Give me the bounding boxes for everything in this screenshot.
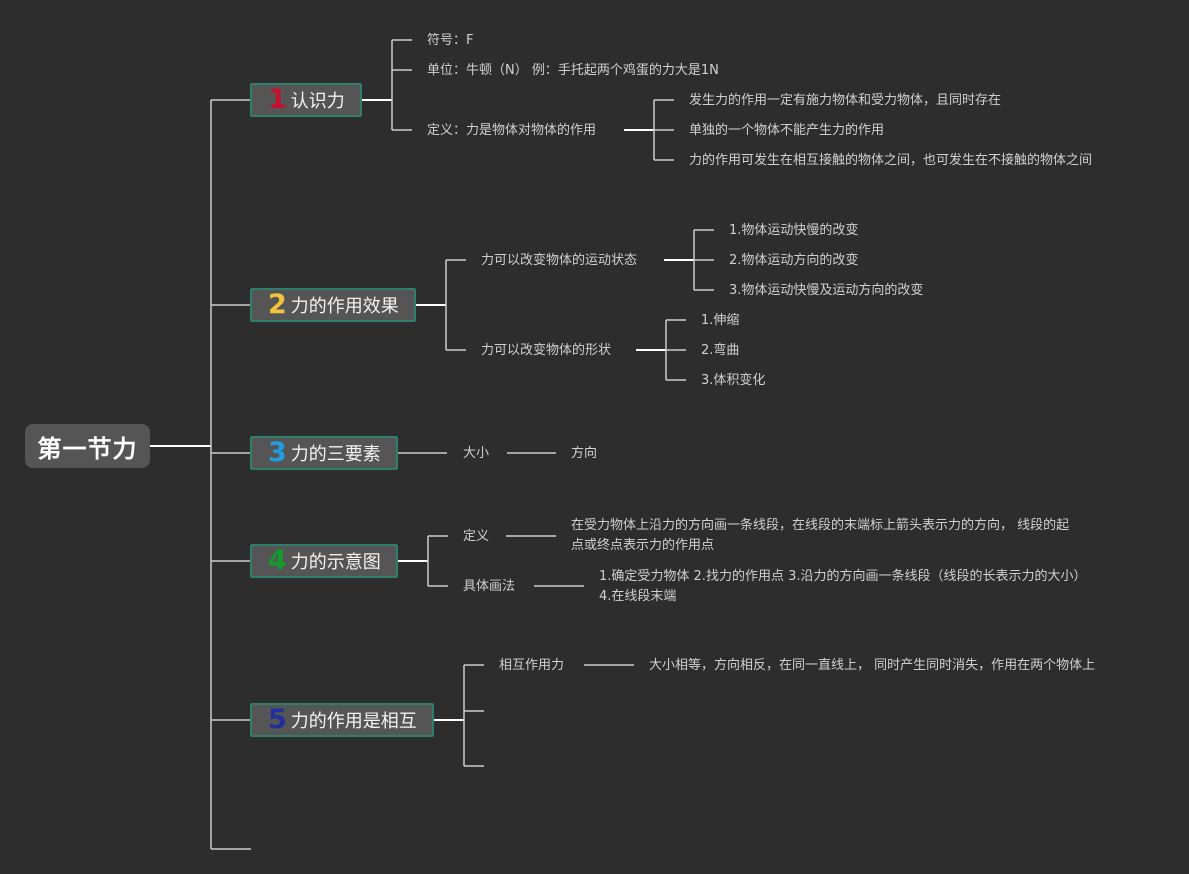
branch-3-label: 力的三要素 [290, 444, 381, 465]
b2-motion-item-1[interactable]: 1.物体运动快慢的改变 [729, 223, 859, 238]
b2-motion[interactable]: 力可以改变物体的运动状态 [481, 253, 638, 268]
branch-3-node[interactable]: 3 力的三要素 [250, 436, 398, 470]
b1-definition[interactable]: 定义：力是物体对物体的作用 [427, 123, 597, 138]
b2-shape-item-3[interactable]: 3.体积变化 [701, 373, 766, 388]
b2-shape[interactable]: 力可以改变物体的形状 [481, 343, 612, 358]
branch-5-label: 力的作用是相互 [290, 711, 417, 732]
b5-mutual[interactable]: 相互作用力 [499, 658, 565, 673]
number-3-icon: 3 [268, 436, 287, 468]
b1-symbol[interactable]: 符号：F [427, 33, 474, 48]
b2-motion-item-2[interactable]: 2.物体运动方向的改变 [729, 253, 859, 268]
b1-def-item-2[interactable]: 单独的一个物体不能产生力的作用 [689, 123, 885, 138]
number-5-icon: 5 [268, 703, 287, 735]
branch-5-node[interactable]: 5 力的作用是相互 [250, 703, 434, 737]
b4-method[interactable]: 具体画法 [463, 579, 516, 594]
b3-size[interactable]: 大小 [463, 446, 490, 461]
number-1-icon: 1 [268, 83, 287, 115]
branch-1-node[interactable]: 1 认识力 [250, 83, 362, 117]
b2-shape-item-2[interactable]: 2.弯曲 [701, 343, 740, 358]
b1-def-item-1[interactable]: 发生力的作用一定有施力物体和受力物体，且同时存在 [689, 93, 1002, 108]
b5-mutual-text[interactable]: 大小相等，方向相反，在同一直线上， 同时产生同时消失，作用在两个物体上 [649, 658, 1096, 673]
b2-motion-item-3[interactable]: 3.物体运动快慢及运动方向的改变 [729, 283, 924, 298]
b4-definition[interactable]: 定义 [463, 529, 490, 544]
b4-method-text[interactable]: 1.确定受力物体 2.找力的作用点 3.沿力的方向画一条线段（线段的长表示力的大… [599, 569, 1087, 604]
branch-2-label: 力的作用效果 [290, 296, 399, 317]
root-node[interactable]: 第一节力 [25, 424, 150, 468]
b3-direction[interactable]: 方向 [571, 446, 598, 461]
number-4-icon: 4 [268, 544, 287, 576]
branch-2-node[interactable]: 2 力的作用效果 [250, 288, 416, 322]
b1-unit[interactable]: 单位：牛顿（N） 例：手托起两个鸡蛋的力大是1N [427, 63, 719, 78]
b1-def-item-3[interactable]: 力的作用可发生在相互接触的物体之间，也可发生在不接触的物体之间 [689, 153, 1093, 168]
number-2-icon: 2 [268, 288, 287, 320]
branch-4-label: 力的示意图 [290, 552, 381, 573]
b2-shape-item-1[interactable]: 1.伸缩 [701, 313, 740, 328]
branch-1-label: 认识力 [290, 91, 345, 112]
b4-definition-text[interactable]: 在受力物体上沿力的方向画一条线段，在线段的末端标上箭头表示力的方向， 线段的起点… [571, 518, 1070, 553]
branch-4-node[interactable]: 4 力的示意图 [250, 544, 398, 578]
